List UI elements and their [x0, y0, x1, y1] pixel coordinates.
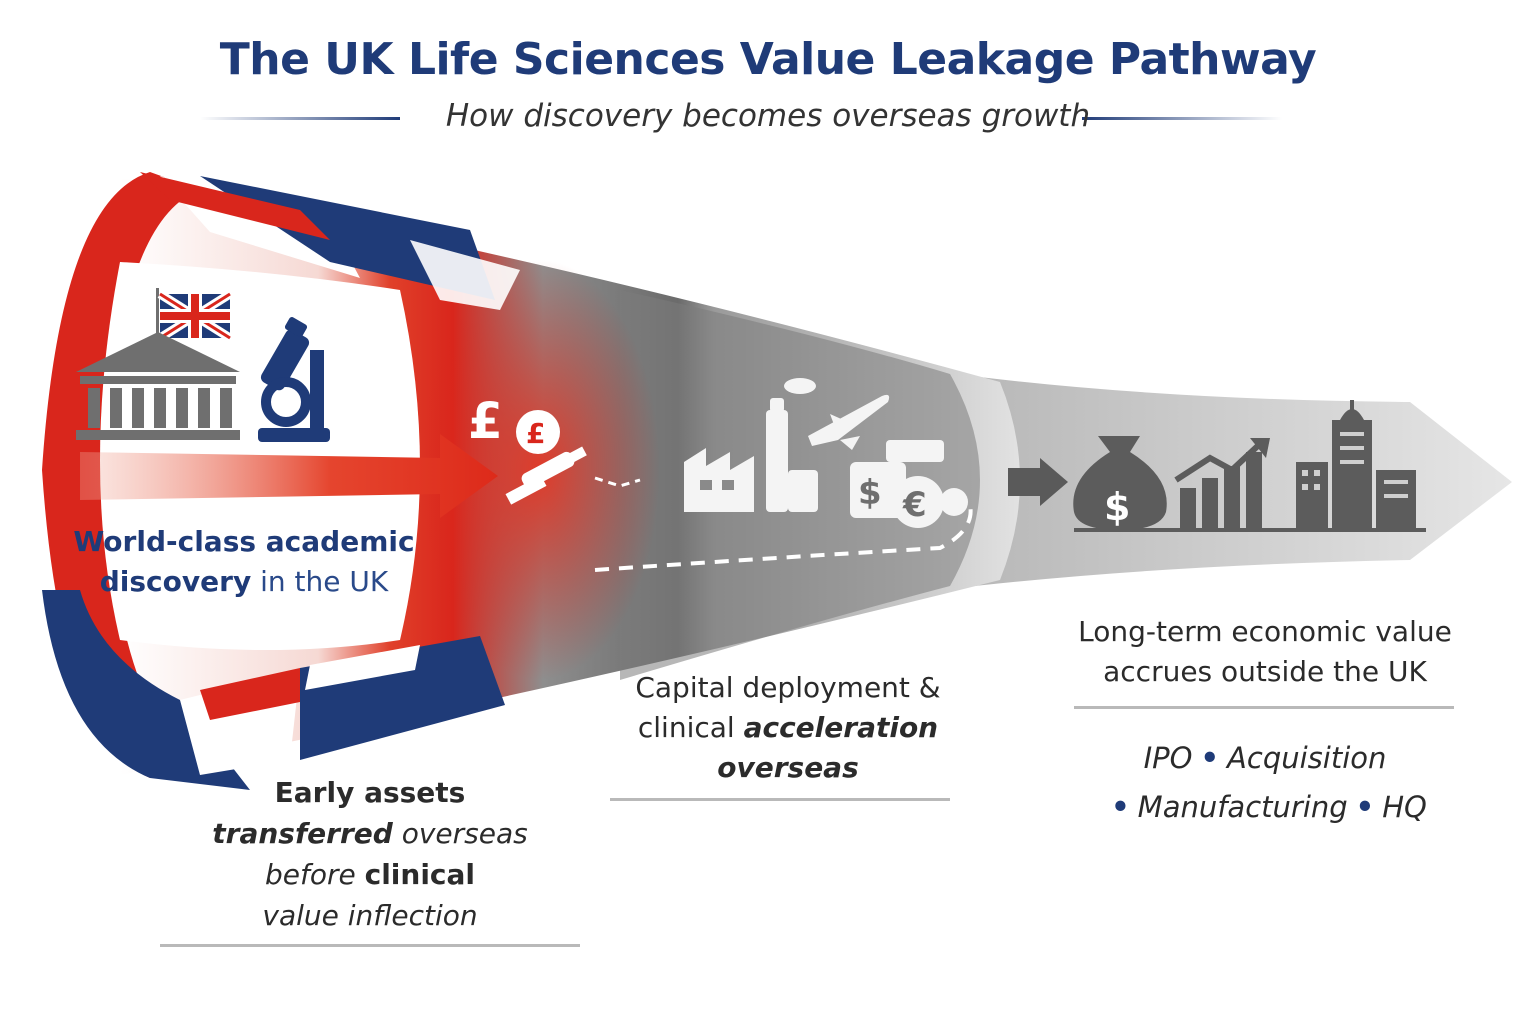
uk-ring [42, 172, 520, 790]
microscope-icon [258, 317, 330, 442]
page-title: The UK Life Sciences Value Leakage Pathw… [219, 34, 1317, 85]
svg-text:£: £ [526, 417, 545, 450]
transfer-line-4-text: value inflection [262, 899, 478, 932]
transfer-arrow [80, 434, 498, 518]
transfer-caption: Early assets transferred overseas before… [170, 772, 570, 936]
discovery-line-2: discovery in the UK [44, 562, 444, 602]
acceleration-caption: Capital deployment & clinical accelerati… [588, 668, 988, 788]
money-bag-icon: $ [1073, 436, 1167, 530]
accrual-line-1: Long-term economic value [1078, 615, 1452, 648]
outcome-ipo: IPO [1143, 741, 1193, 775]
acceleration-line-2: clinical acceleration [588, 708, 988, 748]
discovery-label: World-class academic discovery in the UK [44, 522, 444, 602]
transfer-line-3-pre: before [264, 858, 365, 891]
svg-text:£: £ [468, 392, 503, 450]
acceleration-line-1: Capital deployment & [635, 671, 941, 704]
factory-icon [684, 378, 818, 512]
transfer-line-4: value inflection [170, 895, 570, 936]
svg-text:$: $ [858, 473, 882, 513]
subtitle-rule-right [1082, 117, 1282, 120]
pound-icon: £ [468, 392, 503, 450]
caption-underline-acceleration [610, 798, 950, 801]
outcomes-row-2: •Manufacturing•HQ [1040, 783, 1490, 832]
stage-arrow [1008, 458, 1068, 506]
svg-text:$: $ [1104, 485, 1130, 529]
bullet-separator: • [1355, 790, 1375, 824]
growth-chart-icon [1174, 438, 1270, 528]
subtitle-block: How discovery becomes overseas growth [0, 98, 1536, 138]
dashed-path [594, 504, 973, 572]
acceleration-line-2-pre: clinical [637, 711, 744, 744]
dollar-euro-cash-icon: $ € [850, 440, 968, 528]
subtitle-rule-left [200, 117, 400, 120]
accrual-caption: Long-term economic value accrues outside… [1040, 612, 1490, 692]
bullet-separator: • [1111, 790, 1130, 824]
bullet-separator: • [1200, 741, 1220, 775]
transfer-line-2-bold: transferred [212, 817, 393, 850]
university-building-icon [76, 332, 240, 440]
airplane-icon [808, 394, 890, 450]
outcome-hq: HQ [1382, 790, 1427, 824]
outcomes-row-1: IPO•Acquisition [1040, 734, 1490, 783]
acceleration-line-3-bold: overseas [717, 751, 859, 784]
outcome-acquisition: Acquisition [1227, 741, 1387, 775]
outcome-manufacturing: Manufacturing [1137, 790, 1348, 824]
skyline-icon [1296, 400, 1416, 528]
svg-text:€: € [902, 485, 927, 525]
transfer-line-1-bold: Early assets [274, 776, 466, 809]
discovery-line-1: World-class academic [73, 525, 415, 558]
accrual-line-2: accrues outside the UK [1103, 655, 1427, 688]
satellite-icon [505, 446, 587, 505]
discovery-rest: in the UK [251, 565, 389, 598]
transfer-line-3: before clinical [170, 854, 570, 895]
transfer-line-1: Early assets [170, 772, 570, 813]
transfer-line-2: transferred overseas [170, 813, 570, 854]
outcomes-list: IPO•Acquisition •Manufacturing•HQ [1040, 734, 1490, 832]
discovery-bold: discovery [99, 565, 252, 598]
caption-underline-accrual [1074, 706, 1454, 709]
transfer-line-3-bold: clinical [364, 858, 476, 891]
acceleration-line-2-bold: acceleration [743, 711, 939, 744]
pound-coin-icon: £ [516, 410, 560, 454]
caption-underline-transfer [160, 944, 580, 947]
acceleration-line-3: overseas [588, 748, 988, 788]
union-jack-flag-icon [156, 288, 233, 348]
stage4-baseline [1074, 528, 1426, 532]
page-subtitle: How discovery becomes overseas growth [445, 98, 1091, 134]
transfer-line-2-rest: overseas [392, 817, 528, 850]
